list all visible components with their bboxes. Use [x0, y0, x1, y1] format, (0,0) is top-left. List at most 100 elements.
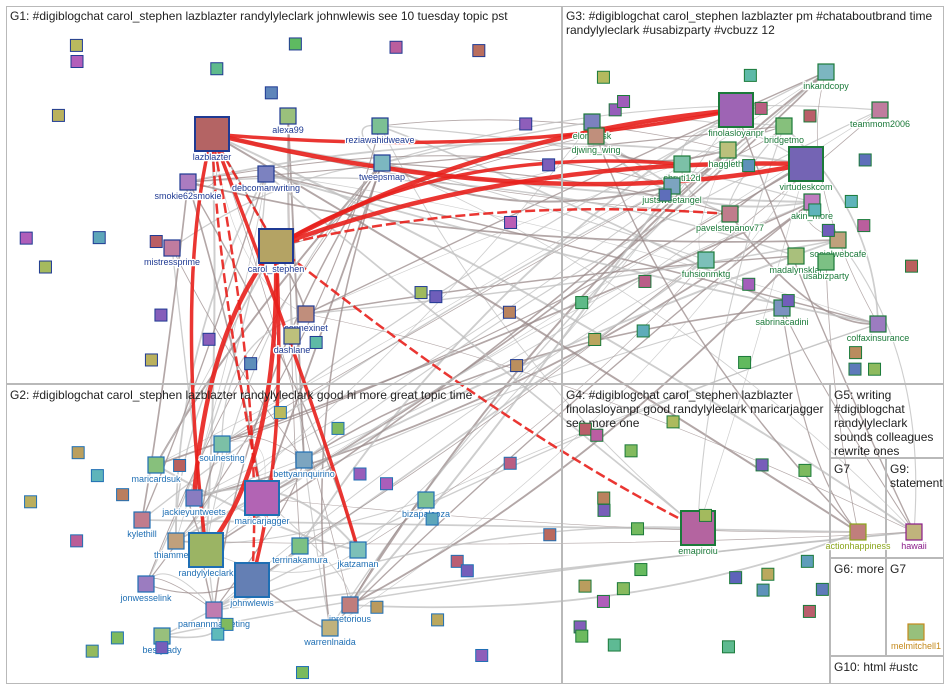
avatar-node[interactable]	[637, 325, 649, 337]
avatar-node[interactable]	[589, 333, 601, 345]
avatar-node[interactable]	[579, 423, 591, 435]
avatar-node[interactable]	[86, 645, 98, 657]
avatar-node[interactable]	[332, 422, 344, 434]
avatar-node[interactable]	[544, 529, 556, 541]
avatar-node[interactable]	[755, 102, 767, 114]
node-haggleths[interactable]: haggleths	[708, 142, 748, 169]
node-jonwesselink[interactable]: jonwesselink	[119, 576, 172, 603]
avatar-node[interactable]	[845, 195, 857, 207]
avatar-node[interactable]	[632, 523, 644, 535]
node-melmitchell1[interactable]: melmitchell1	[891, 624, 941, 651]
avatar-node[interactable]	[608, 639, 620, 651]
avatar-node[interactable]	[762, 568, 774, 580]
avatar-node[interactable]	[476, 649, 488, 661]
avatar-node[interactable]	[310, 336, 322, 348]
avatar-node[interactable]	[597, 71, 609, 83]
avatar-node[interactable]	[744, 69, 756, 81]
avatar-node[interactable]	[809, 204, 821, 216]
node-virtudeskcom[interactable]: virtudeskcom	[779, 147, 832, 192]
node-warrenlnaida[interactable]: warrenlnaida	[303, 620, 356, 647]
avatar-node[interactable]	[625, 445, 637, 457]
avatar-node[interactable]	[72, 447, 84, 459]
avatar-node[interactable]	[93, 232, 105, 244]
node-smokie62smokie[interactable]: smokie62smokie	[154, 174, 221, 201]
avatar-node[interactable]	[804, 110, 816, 122]
avatar-node[interactable]	[415, 287, 427, 299]
avatar-node[interactable]	[511, 360, 523, 372]
avatar-node[interactable]	[543, 159, 555, 171]
avatar-node[interactable]	[730, 572, 742, 584]
avatar-node[interactable]	[296, 667, 308, 679]
avatar-node[interactable]	[381, 478, 393, 490]
node-jkatzaman[interactable]: jkatzaman	[336, 542, 378, 569]
avatar-node[interactable]	[117, 489, 129, 501]
node-teammom2006[interactable]: teammom2006	[850, 102, 910, 129]
avatar-node[interactable]	[354, 468, 366, 480]
node-hawaii[interactable]: hawaii	[901, 524, 927, 551]
avatar-node[interactable]	[430, 291, 442, 303]
avatar-node[interactable]	[155, 309, 167, 321]
avatar-node[interactable]	[576, 297, 588, 309]
node-maricarjagger[interactable]: maricarjagger	[234, 481, 289, 526]
avatar-node[interactable]	[639, 275, 651, 287]
avatar-node[interactable]	[598, 504, 610, 516]
avatar-node[interactable]	[461, 565, 473, 577]
node-terrinakamura[interactable]: terrinakamura	[272, 538, 328, 565]
avatar-node[interactable]	[659, 189, 671, 201]
avatar-node[interactable]	[579, 580, 591, 592]
avatar-node[interactable]	[211, 63, 223, 75]
node-actionhappiness[interactable]: actionhappiness	[825, 524, 891, 551]
avatar-node[interactable]	[505, 216, 517, 228]
node-bridgetmo[interactable]: bridgetmo	[764, 118, 804, 145]
avatar-node[interactable]	[869, 363, 881, 375]
avatar-node[interactable]	[203, 333, 215, 345]
avatar-node[interactable]	[597, 595, 609, 607]
avatar-node[interactable]	[850, 347, 862, 359]
avatar-node[interactable]	[700, 509, 712, 521]
avatar-node[interactable]	[635, 564, 647, 576]
avatar-node[interactable]	[743, 160, 755, 172]
node-johnwlewis[interactable]: johnwlewis	[229, 563, 274, 608]
avatar-node[interactable]	[520, 118, 532, 130]
avatar-node[interactable]	[390, 41, 402, 53]
avatar-node[interactable]	[618, 96, 630, 108]
avatar-node[interactable]	[757, 584, 769, 596]
avatar-node[interactable]	[822, 224, 834, 236]
avatar-node[interactable]	[156, 642, 168, 654]
avatar-node[interactable]	[265, 87, 277, 99]
node-colfaxinsurance[interactable]: colfaxinsurance	[847, 316, 910, 343]
avatar-node[interactable]	[503, 306, 515, 318]
avatar-node[interactable]	[591, 429, 603, 441]
avatar-node[interactable]	[20, 232, 32, 244]
node-debcomanwriting[interactable]: debcomanwriting	[232, 166, 300, 193]
avatar-node[interactable]	[25, 496, 37, 508]
avatar-node[interactable]	[782, 295, 794, 307]
node-kylethill[interactable]: kylethill	[127, 512, 157, 539]
avatar-node[interactable]	[739, 356, 751, 368]
node-jackieyuntweets[interactable]: jackieyuntweets	[161, 490, 226, 517]
avatar-node[interactable]	[212, 628, 224, 640]
node-lazblazter[interactable]: lazblazter	[193, 117, 232, 162]
avatar-node[interactable]	[598, 492, 610, 504]
node-carol-stephen[interactable]: carol_stephen	[248, 229, 305, 274]
node-reziawahidweave[interactable]: reziawahidweave	[345, 118, 414, 145]
avatar-node[interactable]	[473, 45, 485, 57]
avatar-node[interactable]	[722, 641, 734, 653]
avatar-node[interactable]	[426, 513, 438, 525]
node-inkandcopy[interactable]: inkandcopy	[803, 64, 849, 91]
avatar-node[interactable]	[371, 601, 383, 613]
avatar-node[interactable]	[289, 38, 301, 50]
avatar-node[interactable]	[859, 154, 871, 166]
avatar-node[interactable]	[39, 261, 51, 273]
avatar-node[interactable]	[801, 555, 813, 567]
avatar-node[interactable]	[71, 56, 83, 68]
avatar-node[interactable]	[803, 605, 815, 617]
avatar-node[interactable]	[111, 632, 123, 644]
avatar-node[interactable]	[906, 260, 918, 272]
node-pavelstepanov77[interactable]: pavelstepanov77	[696, 206, 764, 233]
avatar-node[interactable]	[150, 236, 162, 248]
avatar-node[interactable]	[576, 630, 588, 642]
avatar-node[interactable]	[756, 459, 768, 471]
node-fuhsionmktg[interactable]: fuhsionmktg	[682, 252, 731, 279]
node-tweepsmap[interactable]: tweepsmap	[359, 155, 405, 182]
